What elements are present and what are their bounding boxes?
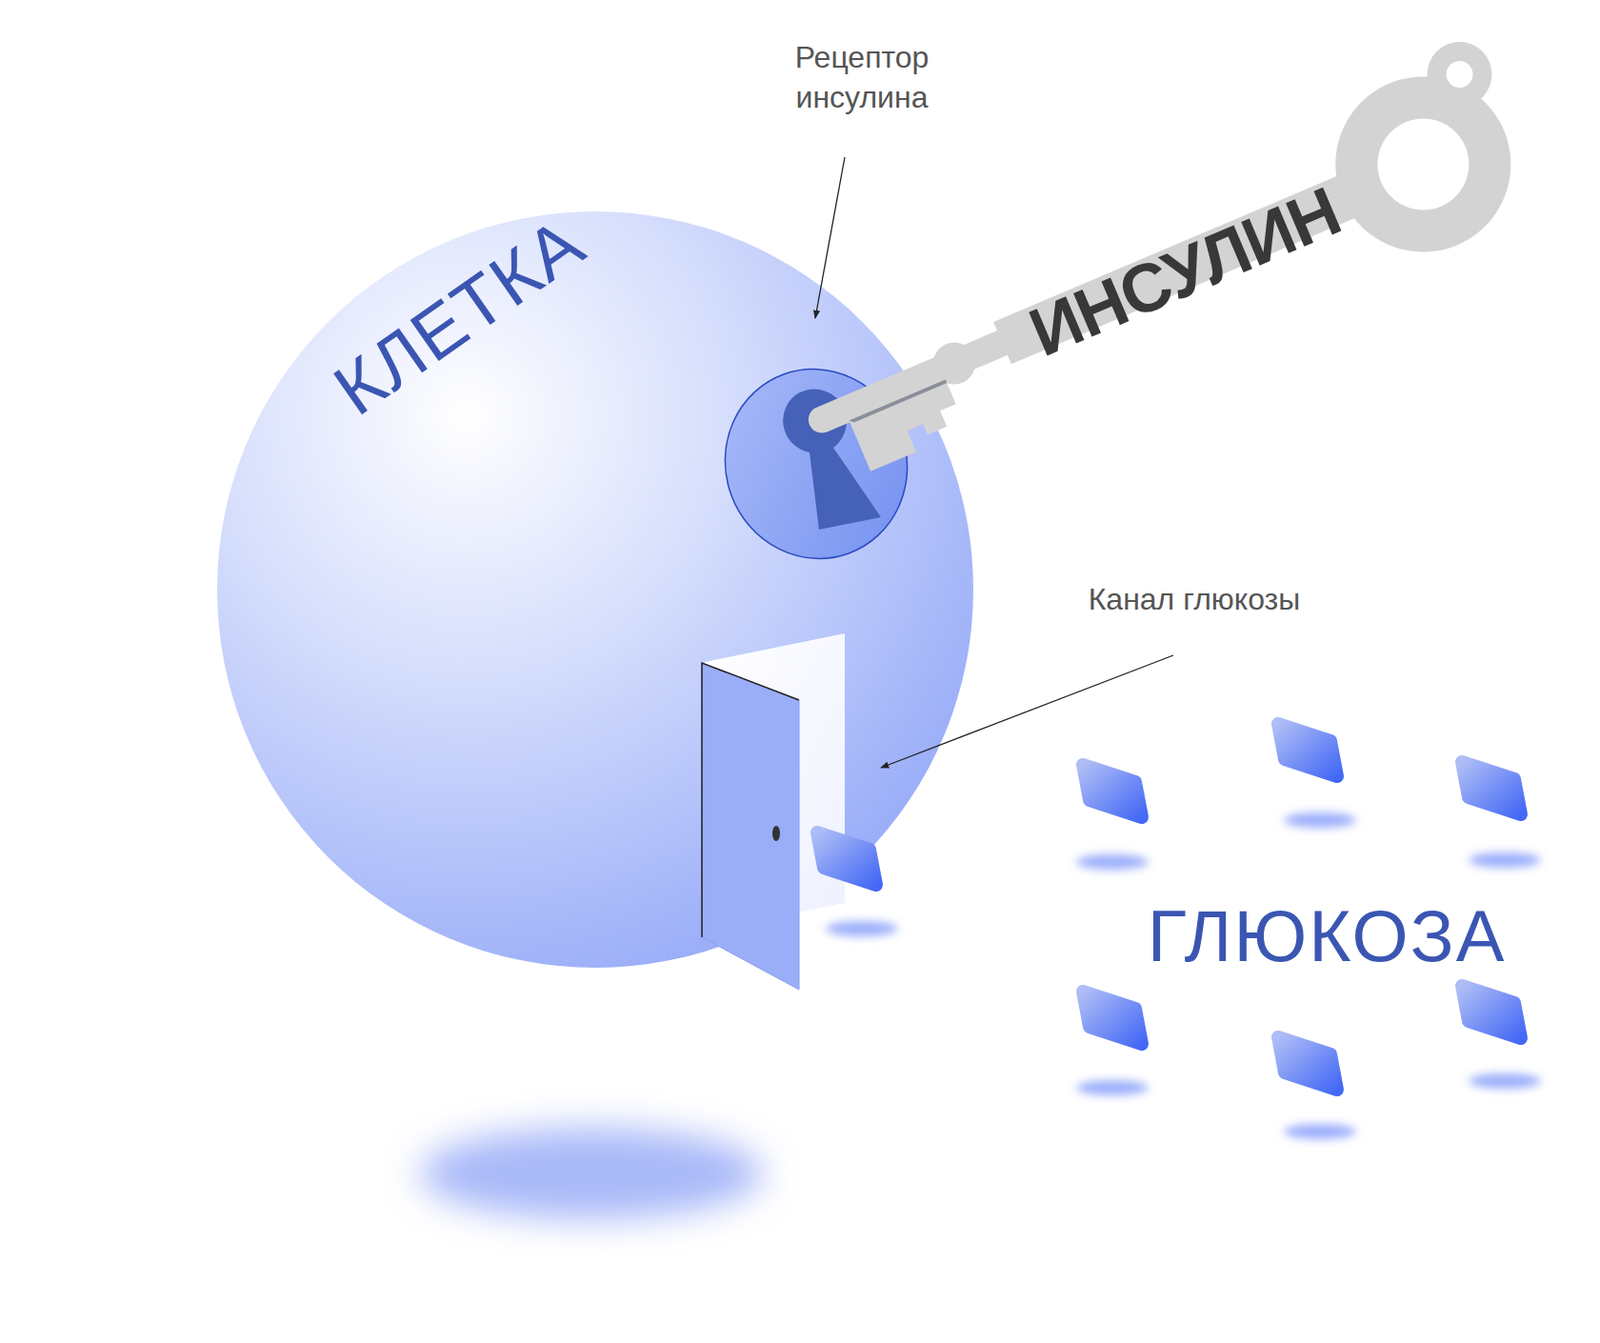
cell-shadow (420, 1127, 763, 1220)
channel-label: Канал глюкозы (1080, 580, 1309, 620)
cell-sphere: КЛЕТКА (216, 210, 975, 969)
key-label: ИНСУЛИН (1019, 172, 1351, 371)
receptor-label: Рецептор инсулина (747, 38, 977, 118)
glucose-title: ГЛЮКОЗА (1107, 889, 1546, 984)
insulin-key-label: ИНСУЛИН (1019, 173, 1351, 371)
cell-outline (216, 210, 975, 969)
